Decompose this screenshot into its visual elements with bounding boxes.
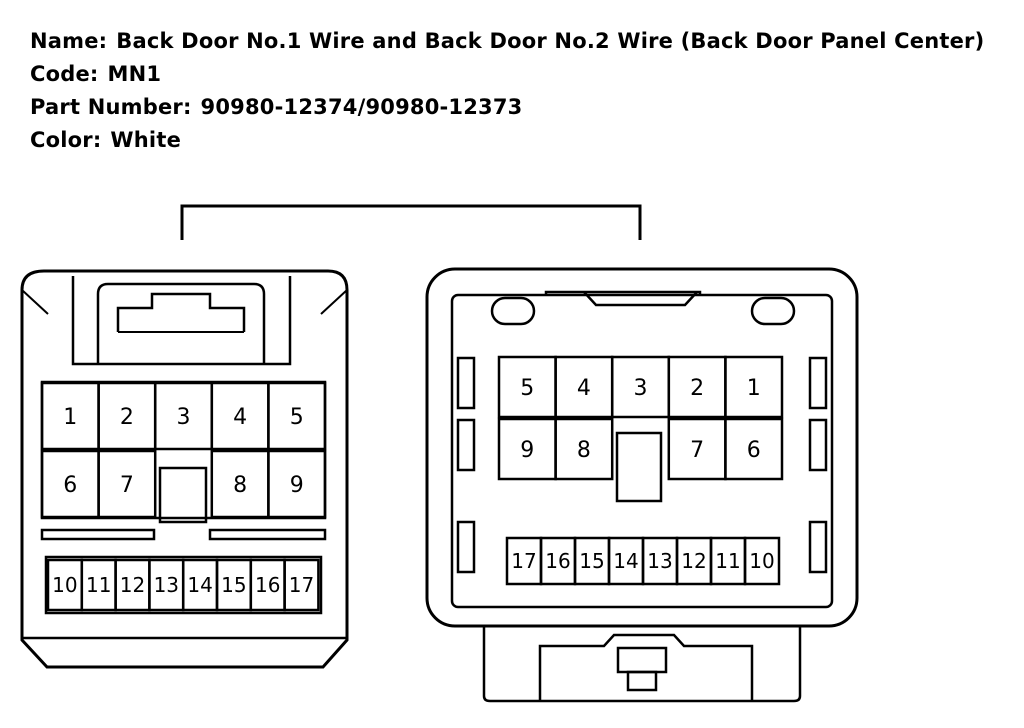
left-pin-label: 3 — [177, 405, 191, 430]
left-pin-label: 13 — [154, 573, 179, 597]
left-pin-label: 12 — [120, 573, 145, 597]
right-cavity-8 — [554, 417, 614, 481]
right-key-slot — [615, 431, 663, 503]
name-value: Back Door No.1 Wire and Back Door No.2 W… — [116, 29, 985, 53]
left-cavity-5 — [267, 381, 327, 451]
left-pin-label: 17 — [289, 573, 314, 597]
left-pin-label: 16 — [255, 573, 280, 597]
part-number-label: Part Number: — [30, 95, 192, 119]
right-pin-label: 17 — [511, 549, 536, 573]
name-label: Name: — [30, 29, 108, 53]
right-pin-label: 3 — [634, 376, 648, 401]
right-pin-label: 7 — [690, 438, 704, 463]
right-pin-label: 12 — [681, 549, 706, 573]
left-pin-label: 14 — [187, 573, 212, 597]
right-pin-label: 13 — [647, 549, 672, 573]
right-pin-label: 1 — [747, 376, 761, 401]
left-pin-label: 8 — [233, 473, 247, 498]
right-pin-label: 8 — [577, 438, 591, 463]
color-row: Color: White — [30, 128, 181, 152]
left-pin-label: 15 — [221, 573, 246, 597]
right-pin-label: 11 — [715, 549, 740, 573]
left-pin-label: 10 — [52, 573, 77, 597]
right-pin-label: 10 — [749, 549, 774, 573]
left-cavity-17 — [283, 558, 320, 612]
left-pin-label: 1 — [63, 405, 77, 430]
left-pin-label: 9 — [290, 473, 304, 498]
right-connector-cavities: 5 4 3 2 1 9 8 7 6 17 16 15 14 13 12 11 10 — [497, 355, 784, 586]
left-cavity-7 — [97, 449, 157, 519]
code-value: MN1 — [107, 62, 162, 86]
color-label: Color: — [30, 128, 102, 152]
color-value: White — [110, 128, 182, 152]
code-row: Code: MN1 — [30, 62, 161, 86]
right-connector-housing — [425, 267, 859, 703]
left-cavity-9 — [267, 449, 327, 519]
name-row: Name: Back Door No.1 Wire and Back Door N… — [30, 29, 984, 53]
pairing-bracket — [180, 204, 642, 240]
right-pin-label: 2 — [690, 376, 704, 401]
left-key-slot — [158, 466, 208, 524]
part-number-row: Part Number: 90980-12374/90980-12373 — [30, 95, 523, 119]
right-pin-label: 15 — [579, 549, 604, 573]
left-pin-label: 7 — [120, 473, 134, 498]
right-cavity-10 — [743, 536, 781, 586]
left-pin-label: 11 — [86, 573, 111, 597]
right-cavity-6 — [724, 417, 784, 481]
right-pin-label: 5 — [520, 376, 534, 401]
code-label: Code: — [30, 62, 99, 86]
part-number-value: 90980-12374/90980-12373 — [200, 95, 523, 119]
right-pin-label: 4 — [577, 376, 591, 401]
left-pin-label: 5 — [290, 405, 304, 430]
right-pin-label: 6 — [747, 438, 761, 463]
right-pin-label: 16 — [545, 549, 570, 573]
right-cavity-1 — [724, 355, 784, 419]
right-pin-label: 9 — [520, 438, 534, 463]
left-pin-label: 6 — [63, 473, 77, 498]
right-pin-label: 14 — [613, 549, 638, 573]
left-pin-label: 2 — [120, 405, 134, 430]
left-pin-label: 4 — [233, 405, 247, 430]
